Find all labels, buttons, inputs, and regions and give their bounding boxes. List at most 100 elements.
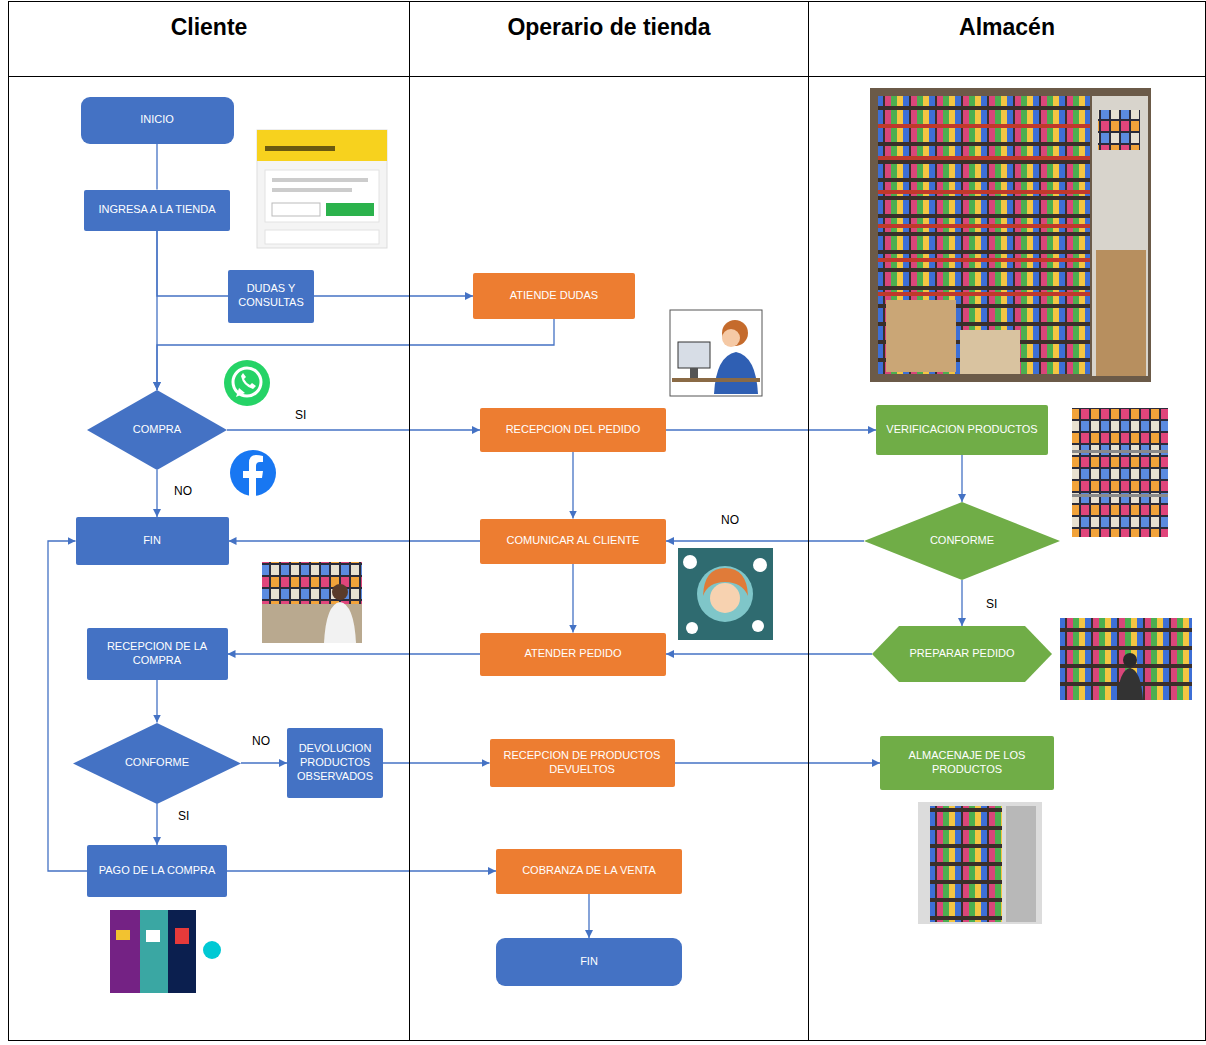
flow-connector <box>156 680 157 723</box>
flow-connector <box>157 231 228 297</box>
photo-head <box>1123 653 1137 667</box>
process-box: ATENDER PEDIDO <box>480 633 666 676</box>
whatsapp-icon <box>224 360 270 406</box>
process-box: DEVOLUCION PRODUCTOS OBSERVADOS <box>287 728 383 798</box>
node-label: CONFORME <box>930 534 994 548</box>
flow-connector <box>241 762 287 763</box>
decision-diamond: CONFORME <box>864 502 1060 580</box>
process-box: INGRESA A LA TIENDA <box>84 190 230 231</box>
decision-diamond: CONFORME <box>73 723 241 804</box>
lane-header: Cliente <box>9 2 409 77</box>
photo-boxes <box>1096 250 1146 376</box>
node-label: ATIENDE DUDAS <box>510 289 598 303</box>
end-terminal: FIN <box>496 938 682 986</box>
photo-head <box>332 584 348 600</box>
flow-connector <box>156 470 157 517</box>
process-box: RECEPCION DE LA COMPRA <box>87 628 228 680</box>
node-label: RECEPCION DEL PEDIDO <box>506 423 641 437</box>
photo-products <box>1072 408 1168 537</box>
app-row <box>265 230 379 244</box>
payment-logo <box>140 910 168 993</box>
edge-label: SI <box>984 597 999 611</box>
lane-title: Operario de tienda <box>507 14 710 41</box>
avatar-bubble <box>752 620 764 632</box>
flow-connector <box>961 580 962 626</box>
diamond-fill <box>864 502 1060 580</box>
photo-shelf <box>878 124 1090 128</box>
phone-screen <box>257 130 387 248</box>
photo-products <box>878 96 1090 374</box>
flow-connector <box>666 540 864 541</box>
avatar-face <box>710 583 740 613</box>
decision-diamond: COMPRA <box>87 390 227 470</box>
payment-logo <box>168 910 196 993</box>
swimlane: Operario de tiendaATIENDE DUDAS RECEPCION… <box>409 1 809 1041</box>
payment-logo <box>110 910 140 993</box>
photo-ground <box>870 88 1151 382</box>
end-box: FIN <box>76 517 229 565</box>
flow-connector <box>156 231 157 391</box>
photo-products <box>930 806 1002 922</box>
flow-connector <box>675 762 881 763</box>
app-button <box>326 203 374 216</box>
process-box: ATIENDE DUDAS <box>473 273 635 319</box>
hexagon-fill <box>872 626 1052 682</box>
photo-shelf <box>878 292 1090 296</box>
payment-mark <box>175 928 189 944</box>
diamond-fill <box>73 723 241 804</box>
service-avatar <box>678 548 773 640</box>
app-line <box>272 188 352 192</box>
flow-connector <box>228 653 481 654</box>
store-photo <box>262 562 362 643</box>
facebook-icon <box>230 450 276 496</box>
avatar-bubble <box>683 555 697 569</box>
illustration-stand <box>690 368 698 378</box>
process-box: DUDAS Y CONSULTAS <box>228 270 314 323</box>
photo-boxes <box>960 330 1020 374</box>
flow-connector <box>48 541 87 871</box>
photo-boxes <box>886 300 956 372</box>
avatar-disc <box>697 566 753 622</box>
photo-body <box>1117 668 1143 700</box>
lane-header: Almacén <box>809 2 1205 77</box>
payment-logos <box>110 910 221 993</box>
app-bar-line <box>265 146 335 151</box>
icon-disc <box>230 450 276 496</box>
avatar-bubble <box>753 558 767 572</box>
edge-label: SI <box>293 408 308 422</box>
illustration-desk <box>672 378 760 382</box>
payment-mark <box>116 930 130 940</box>
avatar-ground <box>678 548 773 640</box>
flow-connector <box>961 455 962 502</box>
app-button <box>272 203 320 216</box>
node-label: INICIO <box>140 113 174 127</box>
photo-products <box>1098 110 1140 150</box>
app-card <box>265 170 379 222</box>
node-label: FIN <box>143 534 161 548</box>
node-label: PAGO DE LA COMPRA <box>99 864 216 878</box>
illustration-monitor <box>678 342 710 368</box>
photo-body <box>324 602 356 643</box>
preparing-photo <box>1060 618 1192 700</box>
photo-shelf <box>878 190 1090 194</box>
illustration-body <box>714 352 758 394</box>
lane-title: Cliente <box>171 14 248 41</box>
app-bar <box>257 130 387 161</box>
illustration-face <box>722 329 740 347</box>
process-box: VERIFICACION PRODUCTOS <box>876 405 1048 455</box>
flow-connector <box>572 452 573 519</box>
node-label: COMUNICAR AL CLIENTE <box>507 534 640 548</box>
app-screenshot <box>257 130 387 248</box>
storage-photo <box>918 802 1042 924</box>
flow-connector <box>156 144 157 190</box>
illustration-hair <box>722 320 748 346</box>
node-label: RECEPCION DE PRODUCTOS DEVUELTOS <box>495 749 670 777</box>
attendant-illustration <box>670 310 762 396</box>
swimlane: ClienteINICIO INGRESA A LA TIENDA DUDAS Y … <box>8 1 410 1041</box>
photo-shelf <box>1072 450 1168 453</box>
process-box: RECEPCION DEL PEDIDO <box>480 408 666 452</box>
photo-shelf <box>1072 494 1168 497</box>
avatar-bubble <box>686 622 698 634</box>
photo-rack <box>1092 96 1148 376</box>
